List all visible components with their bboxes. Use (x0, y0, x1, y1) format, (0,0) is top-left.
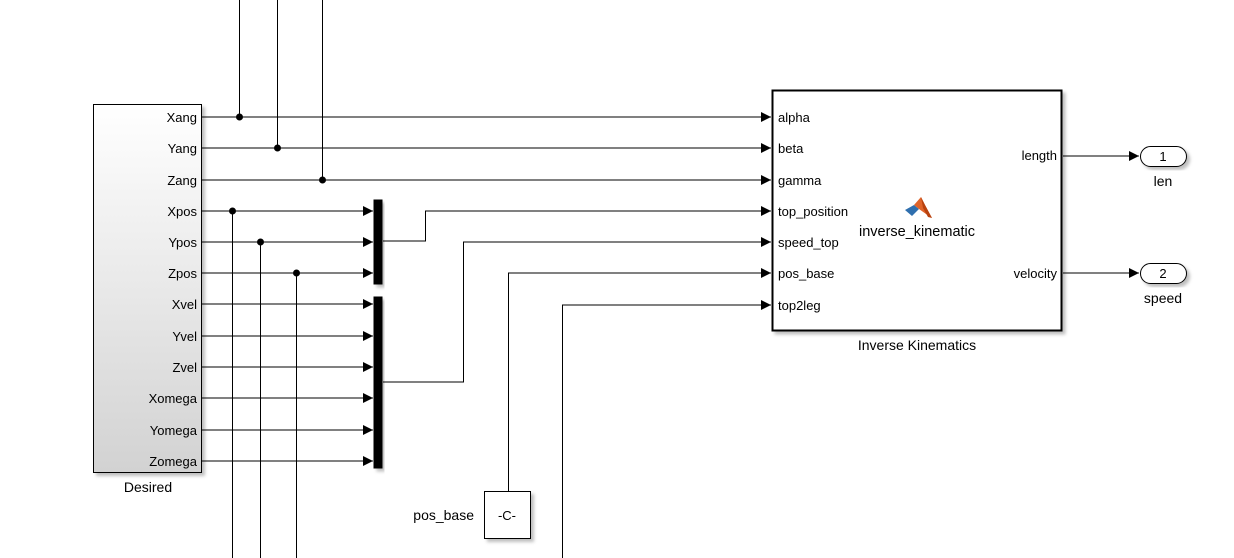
desired-port-xang: Xang (167, 110, 197, 125)
ik-input-pos-base: pos_base (778, 266, 834, 281)
ik-input-top-position: top_position (778, 204, 848, 219)
desired-port-labels: XangYangZangXposYposZposXvelYvelZvelXome… (149, 110, 198, 469)
mux-position[interactable] (373, 199, 383, 285)
branch-dot (236, 113, 243, 121)
constant-value: -C- (498, 508, 516, 523)
outport-speed-label: speed (1144, 290, 1182, 306)
outport-len[interactable]: 1 len (1140, 146, 1187, 190)
inverse-kinematics-block[interactable]: alpha beta gamma top_position speed_top pos_b… (771, 89, 1063, 354)
wire-speed-top[interactable] (383, 237, 771, 383)
outport-len-number: 1 (1159, 149, 1166, 164)
desired-block[interactable]: XangYangZangXposYposZposXvelYvelZvelXome… (93, 104, 202, 496)
wire-pos-base[interactable] (508, 268, 772, 491)
branch-dot (229, 207, 236, 215)
desired-port-yomega: Yomega (150, 423, 198, 438)
ik-input-labels: alpha beta gamma top_position speed_top pos_b… (778, 110, 848, 313)
desired-port-xvel: Xvel (172, 297, 197, 312)
ik-input-gamma: gamma (778, 173, 822, 188)
wire-top-position[interactable] (383, 206, 771, 242)
outport-speed-number: 2 (1159, 266, 1166, 281)
ik-output-length: length (1022, 148, 1057, 163)
desired-block-name: Desired (124, 479, 172, 495)
wire-top2leg[interactable] (562, 300, 772, 558)
branch-dot (293, 269, 300, 277)
desired-port-zang: Zang (167, 173, 197, 188)
branch-dot (319, 176, 326, 184)
branch-dot (257, 238, 264, 246)
mux-velocity[interactable] (373, 296, 383, 469)
desired-port-xomega: Xomega (149, 391, 198, 406)
ik-input-top2leg: top2leg (778, 298, 821, 313)
desired-port-xpos: Xpos (167, 204, 197, 219)
ik-output-velocity: velocity (1014, 266, 1058, 281)
constant-pos-base[interactable]: -C- pos_base (413, 491, 531, 539)
branch-dot (274, 144, 281, 152)
matlab-logo-icon (905, 197, 932, 218)
ik-function-name: inverse_kinematic (859, 224, 975, 240)
constant-label: pos_base (413, 507, 474, 523)
ik-block-name: Inverse Kinematics (858, 337, 976, 353)
ik-input-speed-top: speed_top (778, 235, 839, 250)
signal-lines (202, 0, 1139, 558)
branch-points (229, 113, 326, 277)
ik-input-beta: beta (778, 141, 804, 156)
ik-input-alpha: alpha (778, 110, 811, 125)
desired-port-zvel: Zvel (172, 360, 197, 375)
desired-port-zpos: Zpos (168, 266, 197, 281)
desired-port-yang: Yang (168, 141, 197, 156)
desired-port-zomega: Zomega (149, 454, 197, 469)
outport-speed[interactable]: 2 speed (1140, 263, 1187, 307)
desired-port-ypos: Ypos (168, 235, 197, 250)
desired-port-yvel: Yvel (172, 329, 197, 344)
outport-len-label: len (1154, 173, 1173, 189)
